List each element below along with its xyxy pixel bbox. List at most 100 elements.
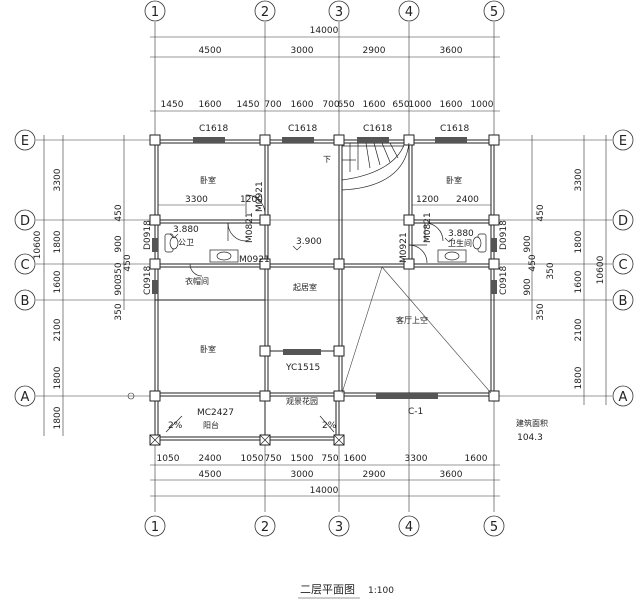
room-bedroom-sw: 卧室	[200, 344, 216, 354]
dim-bottom-bay-2: 3000	[291, 470, 314, 480]
column-crosses	[149, 434, 345, 446]
dim-left-inner-1: 450	[114, 204, 124, 221]
dim-bottom-bay-1: 4500	[199, 470, 222, 480]
room-bedroom-nw: 卧室	[200, 175, 216, 185]
dim-right-inner-3: 350	[546, 262, 556, 279]
dim-left-outer-5: 1800	[53, 366, 63, 389]
axis-label-B-right: B	[619, 294, 628, 309]
axis-label-A-left: A	[21, 390, 30, 405]
caption: 二层平面图 1:100	[298, 583, 394, 599]
axis-label-4-top: 4	[405, 5, 413, 20]
dim-top-opening-11: 1600	[440, 100, 463, 110]
dim-top-opening-10: 1000	[409, 100, 432, 110]
axis-label-E-left: E	[21, 134, 29, 149]
dim-top-total: 14000	[310, 26, 339, 36]
window-label-mc2427: MC2427	[197, 408, 234, 418]
slope-left: 2%	[168, 421, 183, 431]
axis-labels: 1 2 3 4 5 1 2 3 4 5 E D C B A E D C B A	[20, 5, 628, 535]
axis-label-C-left: C	[20, 258, 29, 273]
room-labels: 卧室 卧室 公卫 卫生间 衣帽间 起居室 客厅上空 卧室 阳台 观景花园 下 2…	[168, 155, 472, 431]
bath-fixtures	[164, 233, 487, 263]
dim-bottom-opening-3: 1050	[241, 454, 264, 464]
top-dimensions: 14000 4500 3000 2900 3600 1450 1600 1450…	[161, 26, 494, 110]
dim-right-inner-1: 450	[536, 204, 546, 221]
dim-bottom-opening-8: 3300	[405, 454, 428, 464]
bottom-dimensions: 1050 2400 1050 750 1500 750 1600 3300 16…	[157, 454, 488, 496]
axis-bubbles	[14, 0, 634, 537]
dim-bottom-opening-5: 1500	[291, 454, 314, 464]
dim-right-inner-2: 900	[523, 235, 533, 252]
area-label: 建筑面积	[516, 418, 548, 428]
void-diagonals	[341, 266, 492, 394]
window-label-c1: C-1	[408, 407, 423, 417]
door-swings	[189, 194, 444, 277]
door-label-m0821-a: M0821	[245, 212, 255, 243]
axis-label-E-right: E	[619, 134, 627, 149]
dim-top-opening-4: 700	[264, 100, 281, 110]
axis-label-3-bottom: 3	[335, 520, 343, 535]
stair-down-mark: 下	[323, 155, 331, 164]
room-public-bath: 公卫	[178, 238, 194, 247]
window-label-c1618-1: C1618	[199, 124, 228, 134]
dim-top-opening-7: 650	[337, 100, 354, 110]
dim-top-opening-1: 1450	[161, 100, 184, 110]
dim-left-inner-3: 350	[114, 262, 124, 279]
dim-right-inner-6: 350	[536, 303, 546, 320]
dim-right-inner-4: 450	[528, 254, 538, 271]
dim-right-outer-5: 1800	[574, 366, 584, 389]
door-label-m0921-b: M0921	[239, 255, 270, 265]
axis-label-1-bottom: 1	[151, 520, 159, 535]
axis-marker	[127, 392, 135, 400]
room-storage: 衣帽间	[185, 276, 209, 286]
door-label-d0918-left: D0918	[143, 220, 153, 250]
level-marks: 3.880 3.900 3.880	[169, 225, 474, 251]
axis-label-B-left: B	[21, 294, 30, 309]
dim-bottom-opening-2: 2400	[199, 454, 222, 464]
dim-left-inner-6: 350	[114, 303, 124, 320]
inner-dims: 3300 1200 1200 2400	[158, 195, 491, 206]
dim-bottom-bay-4: 3600	[440, 470, 463, 480]
dim-top-bay-3: 2900	[363, 46, 386, 56]
door-label-c0918-right: C0918	[499, 266, 509, 295]
window-bars	[152, 137, 497, 399]
stair	[341, 142, 410, 191]
caption-title: 二层平面图	[300, 583, 355, 596]
walls	[154, 139, 495, 441]
dim-top-bay-4: 3600	[440, 46, 463, 56]
dim-bottom-total: 14000	[310, 486, 339, 496]
dim-right-outer-4: 2100	[574, 318, 584, 341]
dim-top-opening-12: 1000	[471, 100, 494, 110]
window-label-yc1515: YC1515	[285, 363, 320, 373]
dim-bottom-opening-7: 1600	[344, 454, 367, 464]
dim-top-opening-6: 700	[322, 100, 339, 110]
window-label-c1618-4: C1618	[440, 124, 469, 134]
dim-left-inner-4: 450	[123, 254, 133, 271]
window-label-c1618-3: C1618	[363, 124, 392, 134]
left-dimensions: 10600 3300 1800 1600 2100 1800 1800 450 …	[33, 168, 133, 429]
inner-dim-right-b: 2400	[456, 195, 479, 205]
dim-left-inner-5: 900	[114, 278, 124, 295]
dim-bottom-opening-9: 1600	[465, 454, 488, 464]
dimension-lines	[43, 36, 607, 497]
dim-left-outer-6: 1800	[53, 406, 63, 429]
dim-left-total: 10600	[33, 230, 43, 259]
caption-scale: 1:100	[368, 586, 394, 596]
axis-label-4-bottom: 4	[405, 520, 413, 535]
room-bath: 卫生间	[448, 238, 472, 248]
axis-label-D-left: D	[20, 214, 30, 229]
dim-left-inner-2: 900	[114, 235, 124, 252]
axis-label-2-top: 2	[261, 5, 269, 20]
dim-left-outer-2: 1800	[53, 230, 63, 253]
dim-left-outer-3: 1600	[53, 270, 63, 293]
dim-top-opening-9: 650	[392, 100, 409, 110]
room-bedroom-ne: 卧室	[446, 175, 462, 185]
room-drying: 观景花园	[286, 396, 318, 406]
dim-top-opening-3: 1450	[237, 100, 260, 110]
level-bath-left: 3.880	[173, 225, 199, 235]
room-void: 客厅上空	[396, 315, 428, 325]
dim-left-outer-1: 3300	[53, 168, 63, 191]
axis-label-1-top: 1	[151, 5, 159, 20]
area-note: 建筑面积 104.3	[516, 418, 548, 443]
door-label-m0921-c: M0921	[399, 232, 409, 263]
